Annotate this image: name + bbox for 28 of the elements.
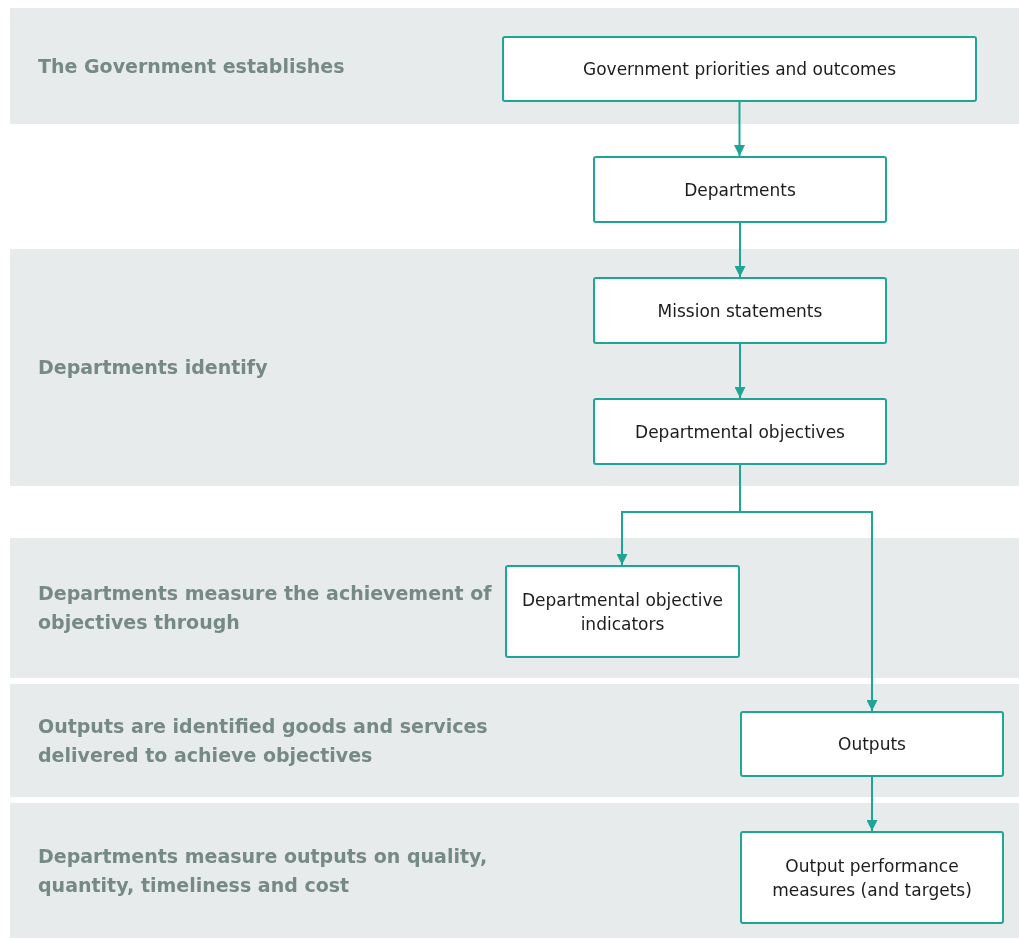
band-background [10, 538, 1019, 678]
box-label: Mission statements [656, 299, 824, 323]
process-box [505, 565, 740, 658]
box-label: Output performance measures (and targets) [771, 854, 973, 902]
band-background [10, 803, 1019, 938]
band-heading: Departments measure the achievement of objectives through [38, 581, 493, 635]
process-box [593, 156, 887, 223]
box-label: Departments [683, 178, 797, 202]
band-background [10, 249, 1019, 486]
band-heading: Departments measure outputs on quality, quantity, timeliness and cost [38, 843, 489, 898]
band-background [10, 684, 1019, 797]
process-box [502, 36, 977, 102]
box-label: Government priorities and outcomes [582, 58, 897, 81]
arrow [734, 343, 746, 399]
process-box [740, 711, 1004, 777]
arrow [734, 222, 746, 278]
box-label: Departmental objective indicators [520, 588, 724, 636]
band-heading: Outputs are identified goods and services delivered to achieve objectives [38, 713, 489, 768]
process-box [740, 831, 1004, 924]
band-heading: Departments identify [38, 355, 268, 380]
box-label: Departmental objectives [634, 420, 846, 444]
box-label: Outputs [837, 733, 907, 756]
band-heading: The Government establishes [38, 53, 345, 79]
band-background [10, 8, 1019, 124]
arrow [734, 101, 745, 157]
process-box [593, 398, 887, 465]
process-box [593, 277, 887, 344]
arrow [866, 776, 878, 832]
